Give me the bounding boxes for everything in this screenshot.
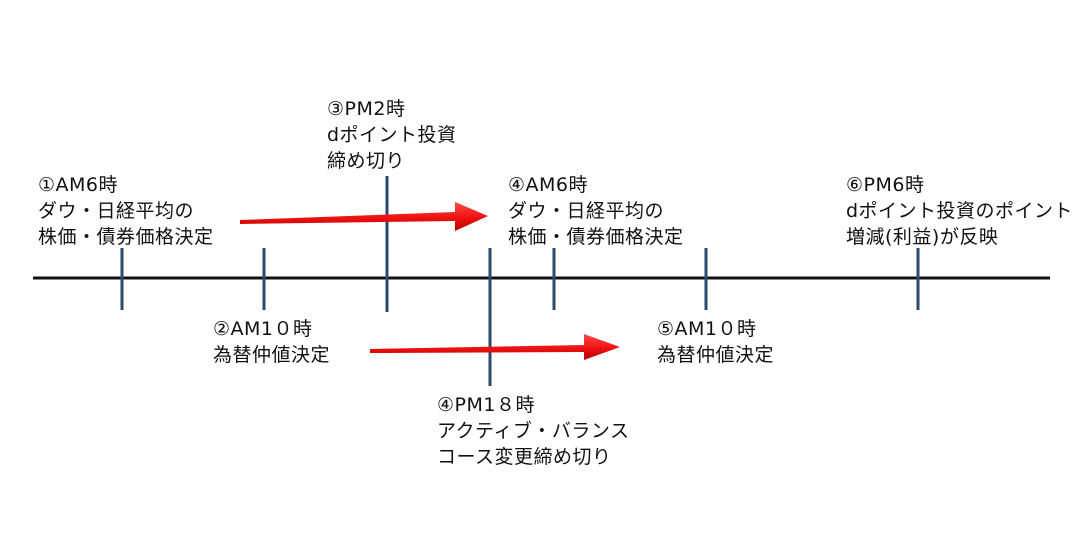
- event-label-3: ③PM2時 dポイント投資 締め切り: [327, 96, 457, 174]
- event-1-desc-2: 株価・債券価格決定: [38, 226, 214, 248]
- event-label-4a: ④AM6時 ダウ・日経平均の 株価・債券価格決定: [508, 172, 684, 250]
- arrow-e2-to-e5: [370, 334, 620, 360]
- event-6-desc-1: dポイント投資のポイント: [846, 200, 1074, 222]
- event-2-time: ②AM1０時: [213, 318, 313, 340]
- event-4a-desc-2: 株価・債券価格決定: [508, 226, 684, 248]
- event-4b-time: ④PM1８時: [437, 394, 535, 416]
- event-3-desc-1: dポイント投資: [327, 124, 457, 146]
- arrow-e1-to-e4: [240, 202, 488, 231]
- event-4b-desc-2: コース変更締め切り: [437, 446, 612, 468]
- event-2-desc-1: 為替仲値決定: [213, 344, 331, 366]
- event-6-time: ⑥PM6時: [846, 174, 925, 196]
- event-1-desc-1: ダウ・日経平均の: [38, 200, 195, 222]
- event-3-desc-2: 締め切り: [327, 150, 406, 172]
- event-6-desc-2: 増減(利益)が反映: [846, 226, 999, 248]
- event-5-time: ⑤AM1０時: [657, 318, 757, 340]
- event-5-desc-1: 為替仲値決定: [657, 344, 775, 366]
- event-3-time: ③PM2時: [327, 98, 406, 120]
- event-label-4b: ④PM1８時 アクティブ・バランス コース変更締め切り: [437, 392, 630, 470]
- event-label-6: ⑥PM6時 dポイント投資のポイント 増減(利益)が反映: [846, 172, 1073, 250]
- event-label-1: ①AM6時 ダウ・日経平均の 株価・債券価格決定: [38, 172, 214, 250]
- event-4a-time: ④AM6時: [508, 174, 589, 196]
- event-4a-desc-1: ダウ・日経平均の: [508, 200, 665, 222]
- event-1-time: ①AM6時: [38, 174, 119, 196]
- event-label-5: ⑤AM1０時 為替仲値決定: [657, 316, 774, 368]
- event-4b-desc-1: アクティブ・バランス: [437, 420, 630, 442]
- event-label-2: ②AM1０時 為替仲値決定: [213, 316, 330, 368]
